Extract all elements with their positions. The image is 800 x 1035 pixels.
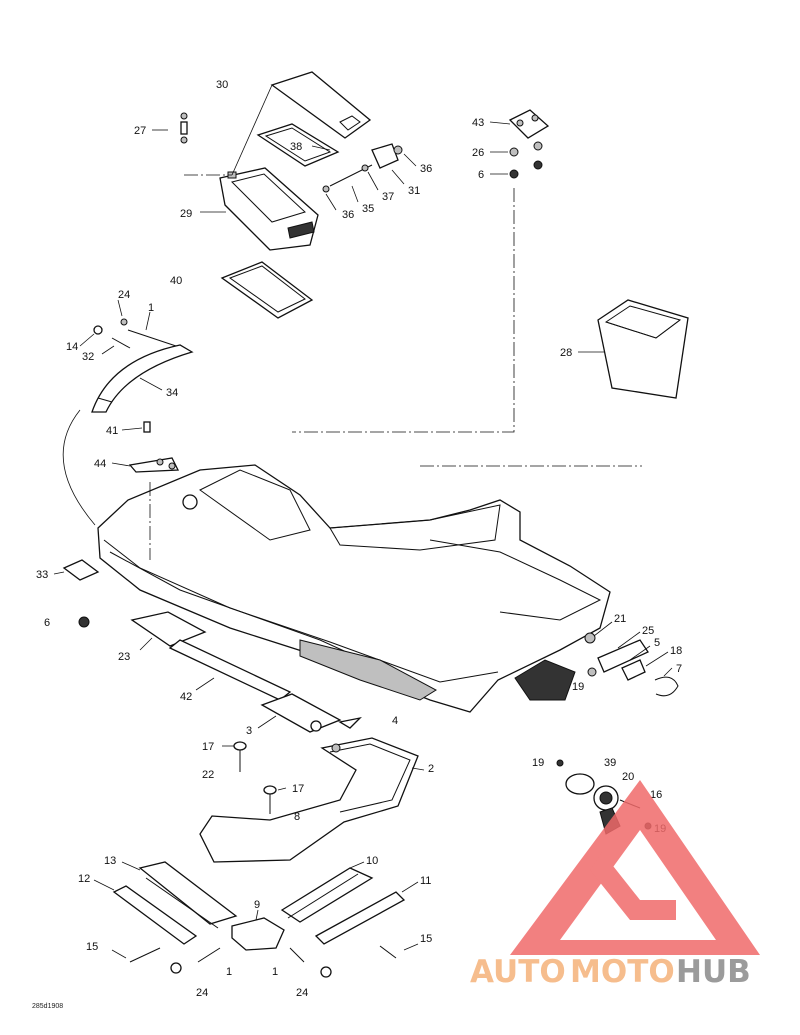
storage-bucket [597, 299, 689, 399]
nut-6b [533, 160, 543, 170]
logo-triangle [510, 780, 760, 955]
label-21: 21 [614, 613, 626, 625]
routing-lines [62, 84, 642, 560]
label-40: 40 [170, 275, 182, 287]
label-18: 18 [670, 645, 682, 657]
label-26: 26 [472, 147, 484, 159]
label-15b: 15 [420, 933, 432, 945]
automotohub-logo: AUTO MOTO HUB [470, 780, 760, 990]
storage-lid [270, 71, 372, 139]
label-15: 15 [86, 941, 98, 953]
watercraft-hull [97, 464, 611, 713]
label-24b: 24 [196, 987, 208, 999]
label-24: 24 [118, 289, 130, 301]
washer-26b [533, 141, 543, 151]
connector-9 [231, 917, 285, 951]
label-19b: 19 [532, 757, 544, 769]
label-1b: 1 [226, 966, 232, 978]
label-23: 23 [118, 651, 130, 663]
label-43: 43 [472, 117, 484, 129]
label-17: 17 [202, 741, 214, 753]
logo-inner-mark [590, 852, 676, 920]
plate-23 [130, 611, 207, 647]
bin-lower-gasket [220, 261, 314, 319]
label-1c: 1 [272, 966, 278, 978]
fasteners-bottom [129, 945, 397, 978]
label-2: 2 [428, 763, 434, 775]
plate-42 [168, 639, 292, 701]
label-24c: 24 [296, 987, 308, 999]
label-32: 32 [82, 351, 94, 363]
sponson-13 [138, 861, 238, 929]
label-39: 39 [604, 757, 616, 769]
label-28: 28 [560, 347, 572, 359]
label-41: 41 [106, 425, 118, 437]
label-34: 34 [166, 387, 178, 399]
label-3: 3 [246, 725, 252, 737]
lid-gasket [256, 123, 340, 167]
label-13: 13 [104, 855, 116, 867]
label-22: 22 [202, 769, 214, 781]
sponson-10 [280, 867, 374, 923]
nut-6 [509, 169, 519, 179]
strip-12 [112, 885, 198, 945]
label-33: 33 [36, 569, 48, 581]
logo-text-moto: MOTO [570, 954, 675, 990]
logo-text-auto: AUTO [470, 954, 566, 990]
label-37: 37 [382, 191, 394, 203]
label-38: 38 [290, 141, 302, 153]
label-4: 4 [392, 715, 398, 727]
label-5: 5 [654, 637, 660, 649]
washer-26 [509, 147, 519, 157]
grab-handle [91, 318, 194, 413]
label-20: 20 [622, 771, 634, 783]
leader-lines [53, 121, 673, 959]
part-labels: 30 27 38 36 31 37 35 36 29 43 26 6 40 24… [36, 79, 682, 999]
plug-17 [233, 741, 247, 772]
drawing-code: 285d1908 [32, 1003, 63, 1010]
plate-4 [338, 716, 362, 729]
latch-parts [322, 143, 403, 193]
label-14: 14 [66, 341, 78, 353]
storage-bin [219, 167, 319, 251]
label-19: 19 [572, 681, 584, 693]
label-7: 7 [676, 663, 682, 675]
label-12: 12 [78, 873, 90, 885]
label-17b: 17 [292, 783, 304, 795]
label-31: 31 [408, 185, 420, 197]
rear-eye-hardware [587, 639, 679, 697]
pushpin-fastener [180, 112, 188, 144]
label-42: 42 [180, 691, 192, 703]
label-35: 35 [362, 203, 374, 215]
label-29: 29 [180, 208, 192, 220]
label-1: 1 [148, 302, 154, 314]
plate-2 [199, 737, 419, 863]
label-30: 30 [216, 79, 228, 91]
label-27: 27 [134, 125, 146, 137]
label-9: 9 [254, 899, 260, 911]
label-36: 36 [420, 163, 432, 175]
logo-text-hub: HUB [676, 954, 751, 990]
label-6: 6 [478, 169, 484, 181]
label-36b: 36 [342, 209, 354, 221]
plate-33 [62, 559, 100, 628]
strip-11 [314, 891, 406, 945]
label-10: 10 [366, 855, 378, 867]
plug-17b [263, 785, 277, 814]
label-11: 11 [420, 875, 431, 887]
plate-44 [128, 421, 180, 473]
bracket-43 [508, 109, 550, 139]
label-8: 8 [294, 811, 300, 823]
label-16: 16 [650, 789, 662, 801]
label-44: 44 [94, 458, 106, 470]
plate-3 [260, 693, 342, 733]
label-6b: 6 [44, 617, 50, 629]
label-25: 25 [642, 625, 654, 637]
